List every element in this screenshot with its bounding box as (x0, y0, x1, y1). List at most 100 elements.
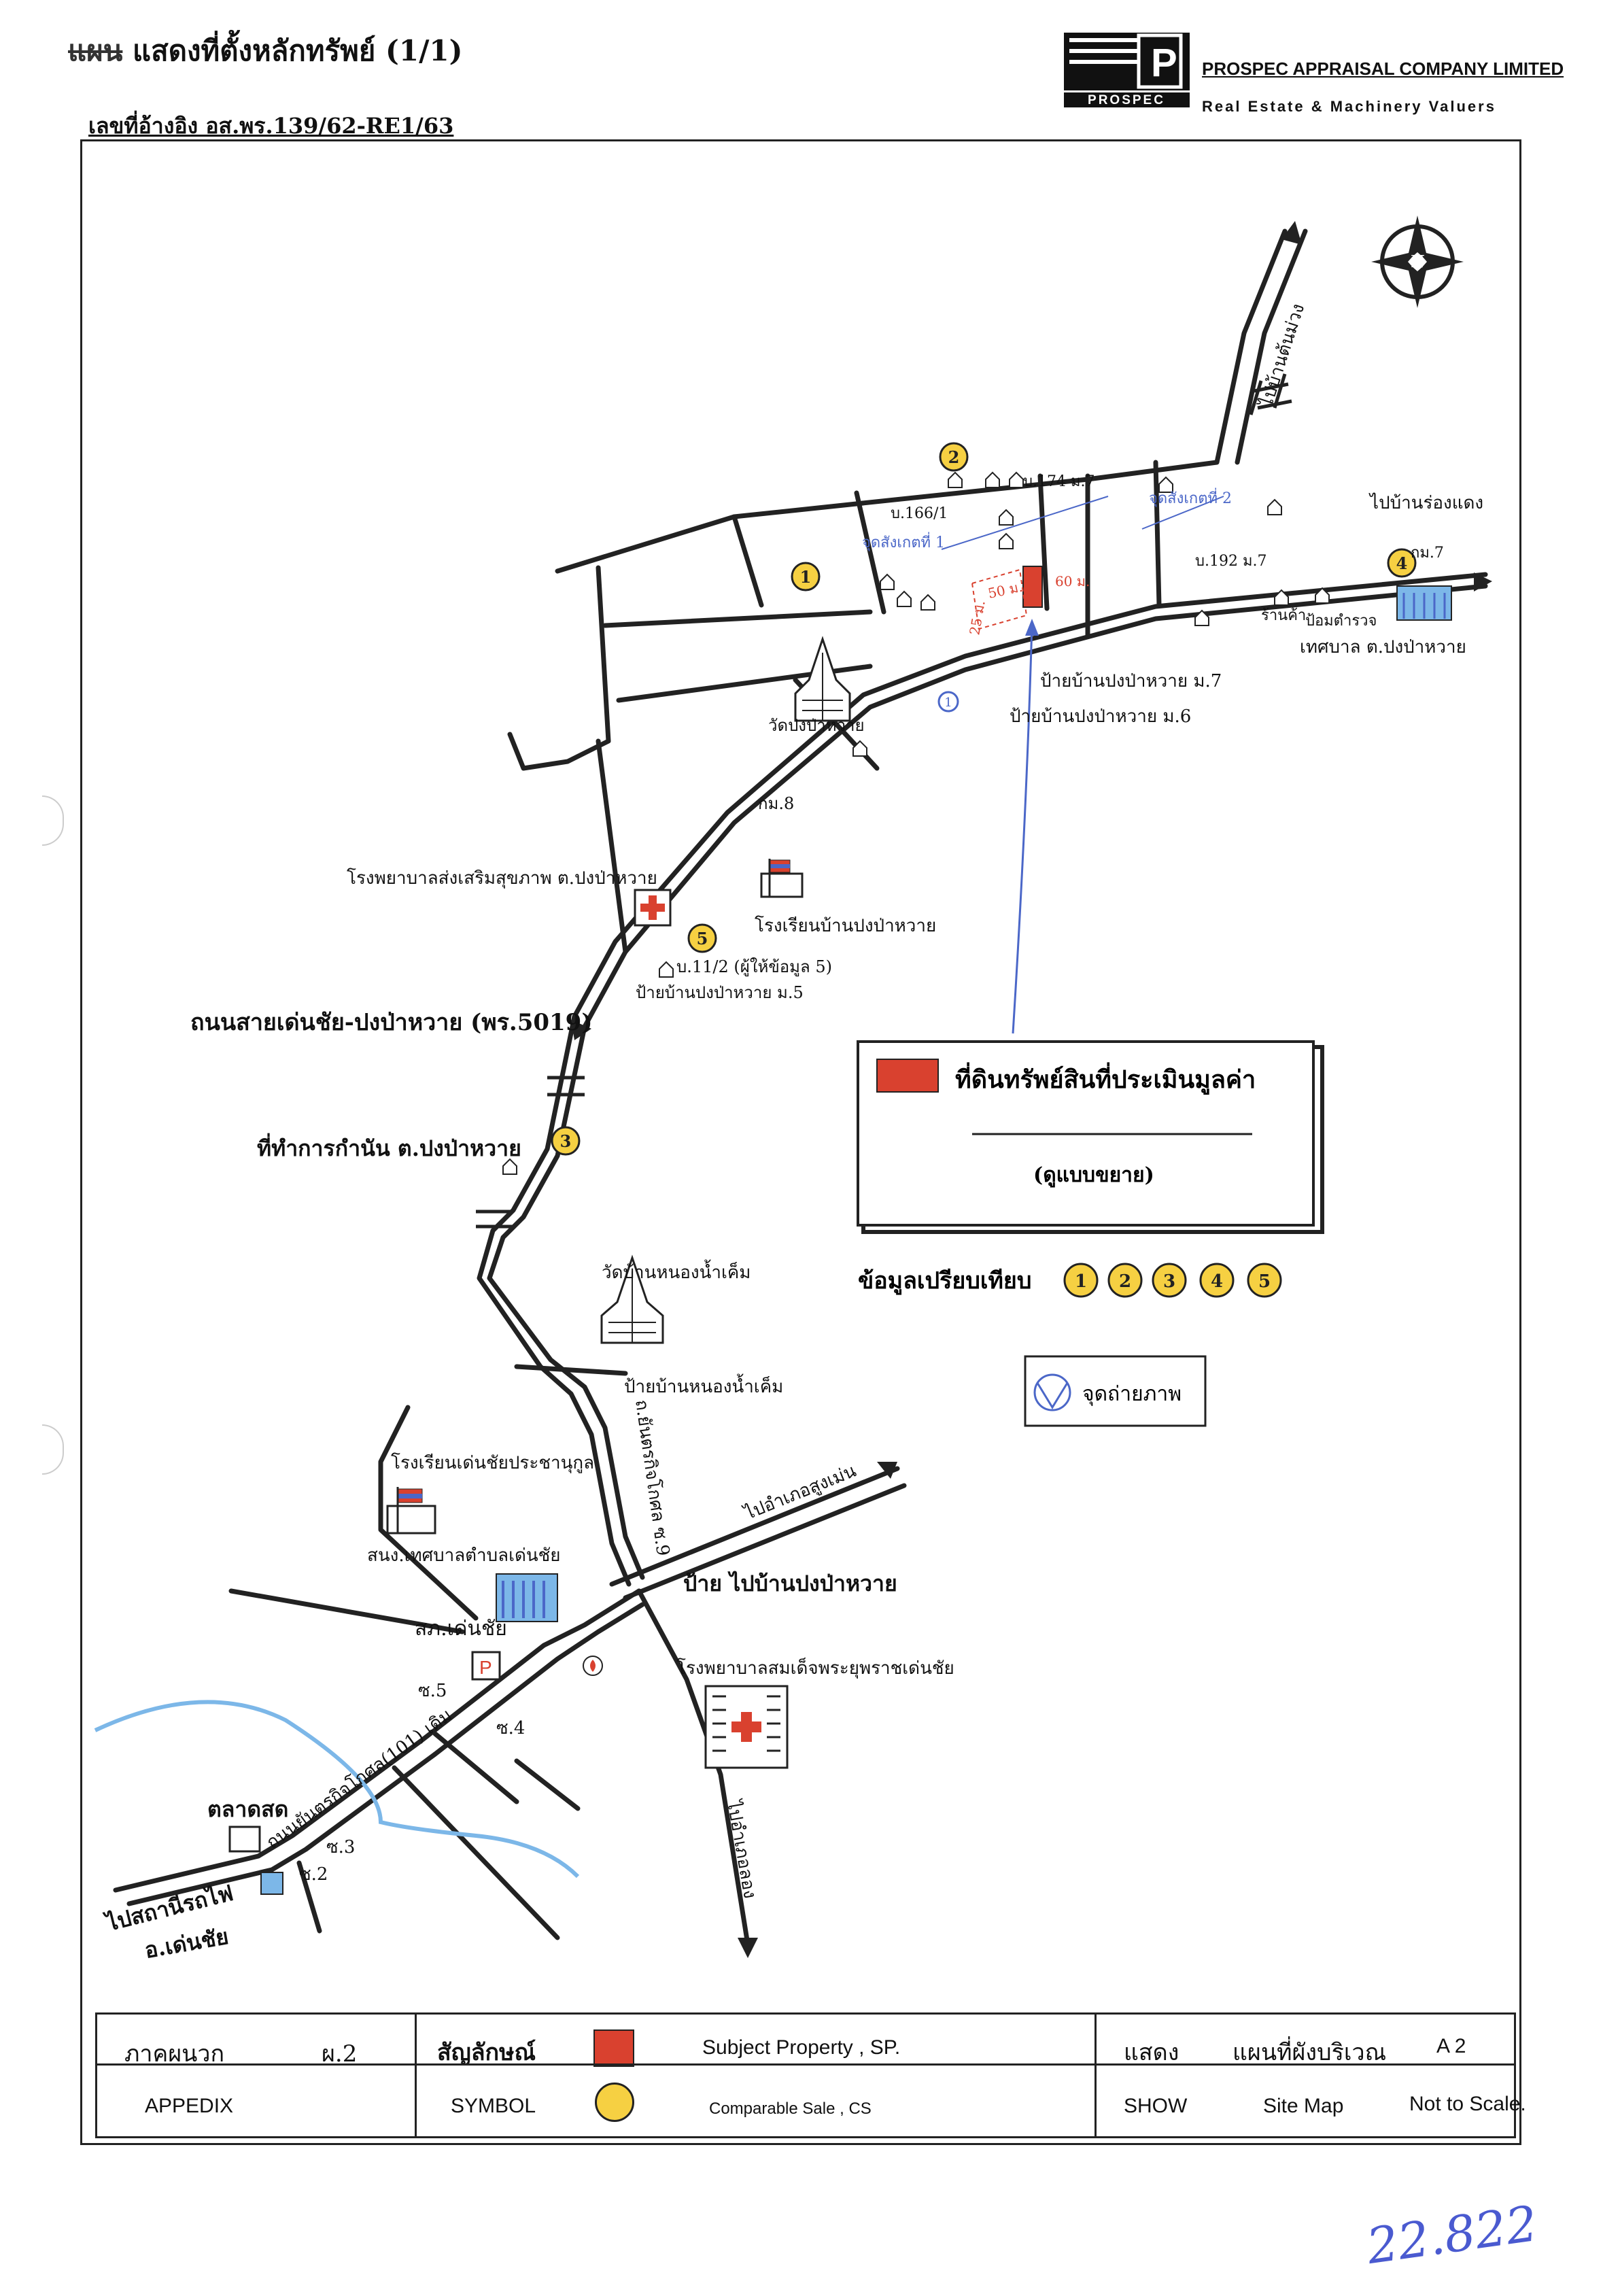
label-soi4: ซ.4 (496, 1718, 525, 1738)
label-to-ban-ton-muang: ไปบ้านต้นม่วง (1256, 301, 1309, 411)
label-amphoe-den-chai: อ.เด่นชัย (143, 1923, 230, 1964)
footer-table: ภาคผนวก ผ.2 APPEDIX สัญลักษณ์ SYMBOL Sub… (95, 2012, 1526, 2138)
label-thanon-9: ถ.ยันตรกิจโกศล ซ.9 (631, 1399, 674, 1558)
label-point-1: จุดสังเกตที่ 1 (862, 532, 945, 551)
school-den-chai-icon (386, 1487, 436, 1535)
footer-divider (95, 2063, 1516, 2066)
comparable-1-number: 1 (800, 567, 812, 587)
label-to-long: ไปอำเภอลอง (723, 1798, 761, 1900)
label-sign-to-pong: ป้าย ไปบ้านปงป่าหวาย (683, 1571, 897, 1596)
reference-line-1 (941, 496, 1109, 550)
svg-text:P: P (479, 1657, 492, 1678)
label-police-box: ป้อมตำรวจ (1305, 613, 1377, 630)
company-name: PROSPEC APPRAISAL COMPANY LIMITED (1202, 58, 1564, 79)
photo-point-legend-icon (1033, 1373, 1071, 1411)
river (94, 1700, 580, 1879)
label-soi3: ซ.3 (326, 1837, 355, 1857)
school-pong-icon (760, 859, 804, 898)
subject-property-parcel (1022, 566, 1043, 608)
police-station-icon: P (471, 1651, 501, 1681)
comparable-5-marker (687, 923, 717, 953)
photo-point-legend: จุดถ่ายภาพ (1024, 1355, 1207, 1427)
subject-symbol-swatch (593, 2029, 634, 2067)
label-km7: กม.7 (1411, 545, 1444, 562)
subject-legend-note: (ดูแบบขยาย) (1033, 1163, 1154, 1188)
footer-symbol-cell: สัญลักษณ์ SYMBOL Subject Property , SP. … (417, 2015, 1097, 2136)
label-sign-m5: ป้ายบ้านปงป่าหวาย ม.5 (636, 983, 804, 1002)
label-municipality: เทศบาล ต.ปงป่าหวาย (1300, 637, 1466, 657)
comparables-legend-4: 4 (1211, 1271, 1223, 1292)
municipal-building-icon (1396, 585, 1452, 621)
company-tagline: Real Estate & Machinery Valuers (1202, 98, 1496, 115)
comparable-4-marker (1387, 548, 1417, 578)
house-icons (502, 471, 1330, 1175)
subject-legend-label: ที่ดินทรัพย์สินที่ประเมินมูลค่า (955, 1062, 1256, 1095)
label-house-174: บ.174 ม.7 (1023, 473, 1095, 490)
label-dim-50: 50 ม. (986, 579, 1024, 602)
road-network (113, 228, 1488, 1947)
label-road-main: ถนนสายเด่นชัย-ปงป่าหวาย (พร.5019) (190, 1009, 592, 1036)
label-hospital-tambon: โรงพยาบาลส่งเสริมสุขภาพ ต.ปงป่าหวาย (347, 868, 657, 889)
label-sign-m7: ป้ายบ้านปงป่าหวาย ม.7 (1040, 671, 1222, 691)
scale-note: Not to Scale. (1409, 2093, 1526, 2115)
appendix-th: ภาคผนวก (124, 2040, 225, 2068)
comparable-2-marker (939, 442, 969, 472)
label-sign-m6: ป้ายบ้านปงป่าหวาย ม.6 (1010, 706, 1191, 727)
subject-legend-swatch (876, 1059, 939, 1093)
label-point-2: จุดสังเกตที่ 2 (1149, 487, 1232, 507)
comparable-en: Comparable Sale , CS (709, 2100, 872, 2118)
municipal-office-icon (496, 1573, 558, 1622)
company-logo: P PROSPEC (1064, 33, 1190, 107)
label-sign-nong: ป้ายบ้านหนองน้ำเค็ม (624, 1373, 783, 1397)
logo-wordmark: PROSPEC (1088, 93, 1165, 107)
subject-en: Subject Property , SP. (702, 2036, 901, 2059)
subject-legend-box: ที่ดินทรัพย์สินที่ประเมินมูลค่า (ดูแบบขย… (857, 1040, 1324, 1234)
temple-nong-icon (600, 1254, 664, 1344)
reference-number: เลขที่อ้างอิง อส.พร.139/62-RE1/63 (88, 113, 454, 139)
north-label: N (1411, 252, 1425, 271)
sheet-number: A 2 (1436, 2035, 1466, 2057)
appendix-en: APPEDIX (145, 2095, 234, 2117)
title-text: แสดงที่ตั้งหลักทรัพย์ (1/1) (133, 34, 463, 67)
appendix-value: ผ.2 (322, 2040, 358, 2068)
label-soi2: ซ.2 (299, 1864, 328, 1885)
title-prefix: แผน (68, 34, 123, 67)
label-house-166: บ.166/1 (891, 505, 948, 522)
photo-point-marker: 1 (937, 691, 959, 713)
label-municipal-office: สนง.เทศบาลตำบลเด่นชัย (367, 1545, 561, 1566)
comparable-symbol-swatch (595, 2083, 634, 2122)
label-soi5: ซ.5 (418, 1681, 447, 1701)
label-temple-nong: วัดบ้านหนองน้ำเค็ม (602, 1259, 751, 1283)
comparables-legend-5: 5 (1258, 1271, 1271, 1292)
label-dim-60: 60 ม. (1055, 573, 1090, 589)
comparables-label: ข้อมูลเปรียบเทียบ (858, 1267, 1031, 1295)
symbol-th: สัญลักษณ์ (437, 2039, 536, 2066)
train-icon (260, 1872, 283, 1895)
comparables-legend-3: 3 (1163, 1271, 1175, 1292)
road-arrows (571, 221, 1492, 1958)
label-police-station: สภ.เด่นชัย (415, 1617, 507, 1641)
footer-appendix-cell: ภาคผนวก ผ.2 APPEDIX (97, 2015, 417, 2136)
label-house-11-2: บ.11/2 (ผู้ให้ข้อมูล 5) (676, 957, 832, 977)
hospital-main-icon (704, 1685, 789, 1769)
comparables-legend-1: 1 (1075, 1271, 1087, 1292)
label-shop: ร้านค้า (1261, 607, 1306, 624)
comparable-5-number: 5 (697, 929, 708, 948)
comparable-markers (551, 442, 1417, 1156)
label-temple-pong: วัดปงป่าหวาย (768, 716, 865, 735)
show-th: แสดง (1124, 2039, 1179, 2066)
comparable-3-marker (551, 1126, 581, 1156)
footer-show-cell: แสดง SHOW แผนที่ผังบริเวณ Site Map A 2 N… (1097, 2015, 1526, 2136)
photo-point-number: 1 (944, 696, 952, 710)
comparable-2-number: 2 (948, 447, 960, 467)
bridge-markers (476, 373, 1292, 1229)
sitemap-th: แผนที่ผังบริเวณ (1233, 2039, 1387, 2066)
label-dim-25: 25 ม. (966, 599, 988, 636)
label-hospital-main: โรงพยาบาลสมเด็จพระยุพราชเด่นชัย (676, 1657, 954, 1679)
subject-parcel-outline (971, 568, 1028, 630)
symbol-en: SYMBOL (451, 2095, 536, 2117)
comparable-3-number: 3 (560, 1131, 572, 1151)
label-to-ban-rong-daeng: ไปบ้านร่องแดง (1368, 492, 1483, 513)
north-arrow-icon: N (1371, 216, 1464, 308)
